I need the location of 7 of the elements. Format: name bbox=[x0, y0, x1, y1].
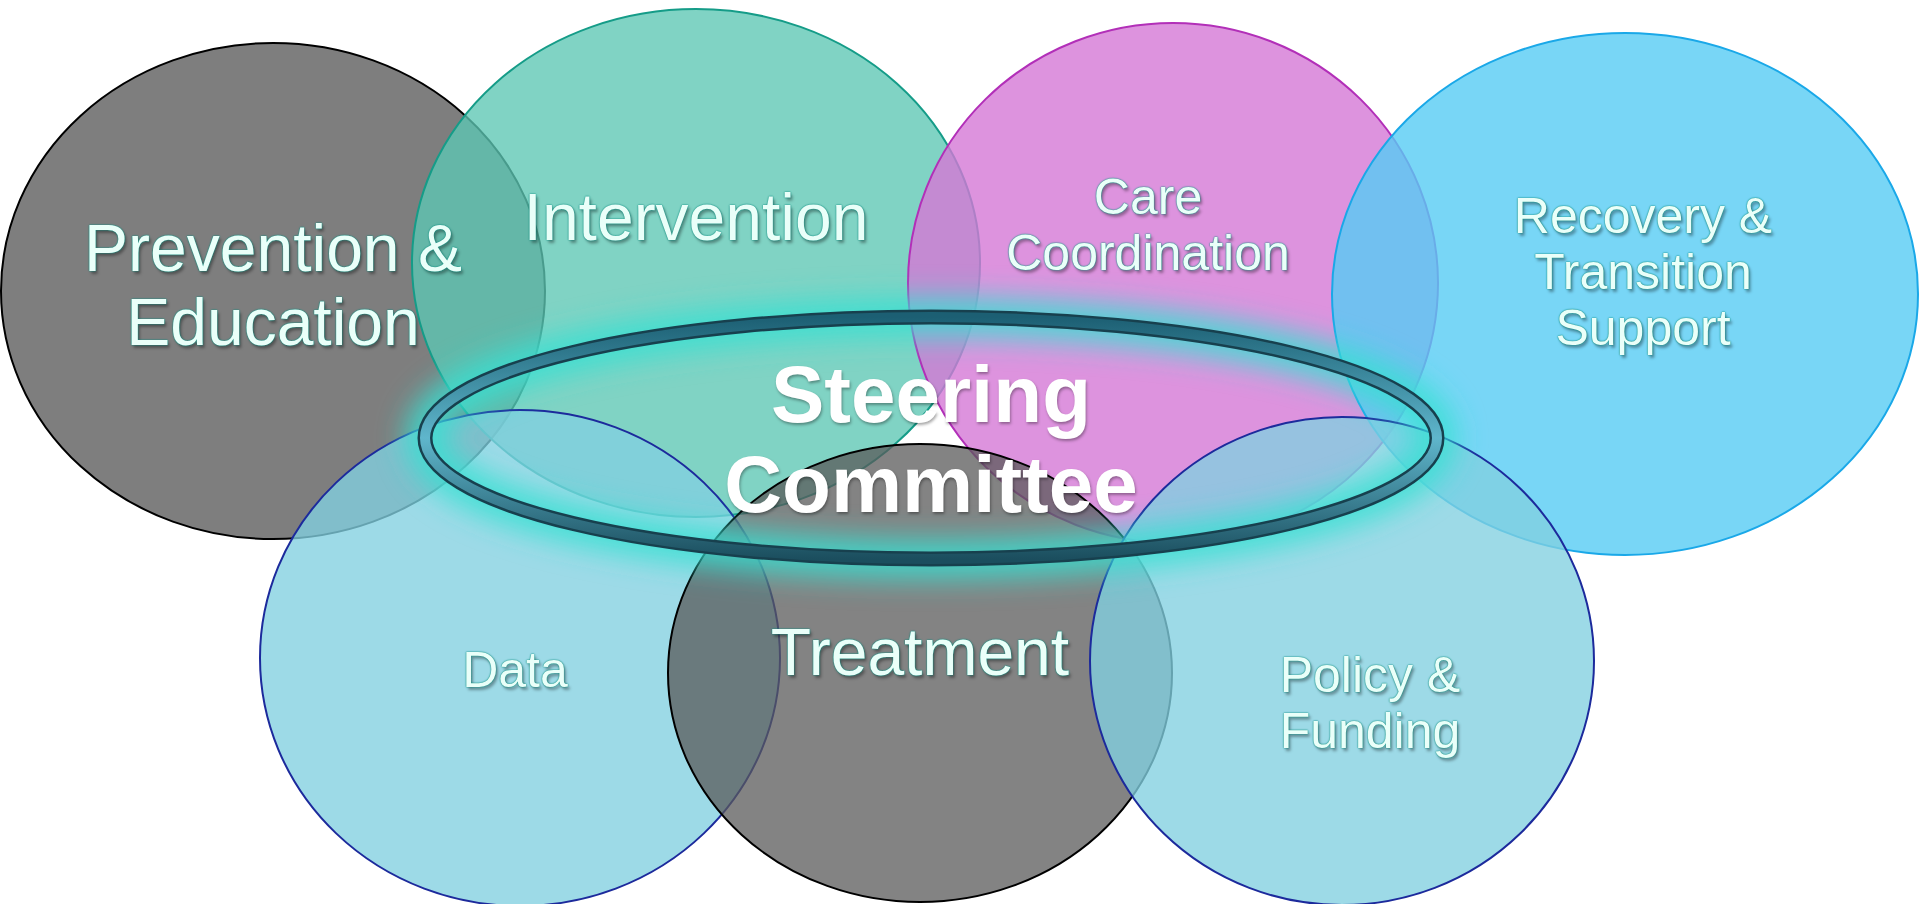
node-label: Intervention bbox=[522, 181, 870, 255]
node-label: Prevention & Education bbox=[83, 212, 463, 360]
node-label: Care Coordination bbox=[1005, 169, 1291, 281]
node-label: Treatment bbox=[769, 616, 1071, 690]
node-label: Recovery & Transition Support bbox=[1512, 188, 1774, 356]
node-label: Policy & Funding bbox=[1278, 647, 1462, 759]
node-label: Data bbox=[461, 642, 569, 698]
